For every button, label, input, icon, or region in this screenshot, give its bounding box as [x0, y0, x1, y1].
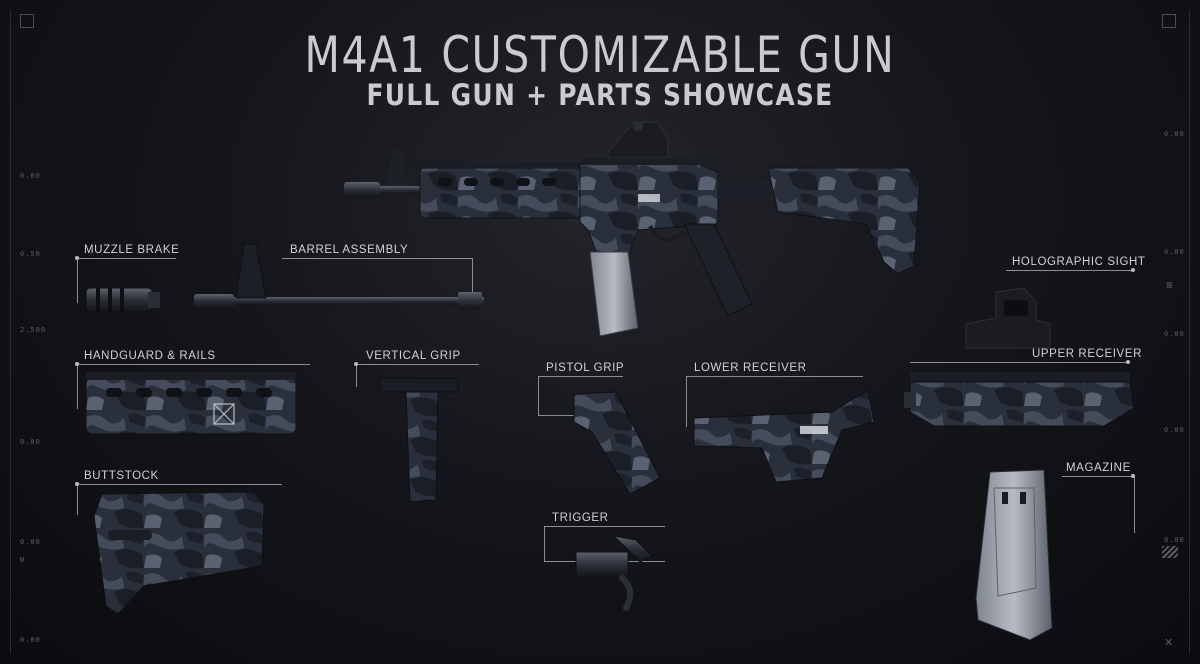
trigger-image: [575, 535, 653, 611]
leader-line: [1062, 476, 1135, 533]
frame-tick: 0.00: [20, 538, 41, 546]
frame-tick: 0.00: [20, 438, 41, 446]
barrel-assembly-image: [194, 243, 484, 310]
frame-tick: W: [20, 556, 26, 564]
leader-line: [356, 364, 479, 387]
leader-dot: [1131, 268, 1135, 272]
frame-tick: 0.00: [1164, 536, 1185, 544]
leader-line: [1006, 270, 1134, 271]
frame-corner-icon: [20, 14, 34, 28]
frame-tick: 0.00: [1164, 130, 1185, 138]
leader-line: [77, 364, 310, 409]
leader-dot: [354, 362, 358, 366]
leader-dot: [75, 482, 79, 486]
label-handguard-rails: HANDGUARD & RAILS: [84, 350, 216, 362]
leader-dot: [1131, 474, 1135, 478]
leader-line: [686, 376, 863, 427]
frame-right-line: [1189, 10, 1190, 654]
frame-left-line: [10, 10, 11, 654]
label-holographic-sight: HOLOGRAPHIC SIGHT: [1012, 256, 1146, 268]
magazine-image: [975, 469, 1053, 641]
label-upper-receiver: UPPER RECEIVER: [1032, 348, 1143, 360]
hatch-icon: [1162, 546, 1178, 558]
vertical-grip-image: [379, 377, 459, 503]
label-vertical-grip: VERTICAL GRIP: [366, 350, 461, 362]
assembled-rifle-image: [344, 121, 921, 337]
muzzle-brake-image: [85, 287, 160, 313]
leader-dot: [1126, 360, 1130, 364]
upper-receiver-image: [904, 372, 1135, 427]
leader-line: [282, 258, 473, 295]
frame-tick: 0.00: [20, 636, 41, 644]
leader-dot: [75, 362, 79, 366]
label-pistol-grip: PISTOL GRIP: [546, 362, 625, 374]
page-subtitle: FULL GUN + PARTS SHOWCASE: [366, 78, 834, 112]
frame-tick: 0.00: [1164, 426, 1185, 434]
label-magazine: MAGAZINE: [1066, 462, 1131, 474]
label-muzzle-brake: MUZZLE BRAKE: [84, 244, 180, 256]
frame-tick: 0.50: [20, 250, 41, 258]
leader-line: [77, 484, 282, 515]
frame-corner-icon: [1162, 14, 1176, 28]
buttstock-image: [93, 491, 265, 615]
holographic-sight-image: [965, 287, 1051, 349]
pistol-grip-image: [573, 391, 661, 495]
page-title: M4A1 CUSTOMIZABLE GUN: [304, 26, 896, 84]
frame-tick: 0.00: [20, 172, 41, 180]
label-buttstock: BUTTSTOCK: [84, 470, 159, 482]
label-barrel-assembly: BARREL ASSEMBLY: [290, 244, 409, 256]
lower-receiver-image: [693, 389, 875, 483]
menu-lines-icon: ≡: [1166, 278, 1174, 292]
cross-icon: ✕: [1164, 637, 1174, 649]
leader-line: [910, 362, 1128, 363]
label-lower-receiver: LOWER RECEIVER: [694, 362, 807, 374]
leader-dot: [75, 256, 79, 260]
leader-line: [77, 258, 176, 303]
frame-tick: 0.00: [1164, 330, 1185, 338]
handguard-rails-image: [85, 372, 297, 435]
frame-tick: 0.00: [1164, 248, 1185, 256]
frame-tick: 2.500: [20, 326, 47, 334]
label-trigger: TRIGGER: [552, 512, 609, 524]
